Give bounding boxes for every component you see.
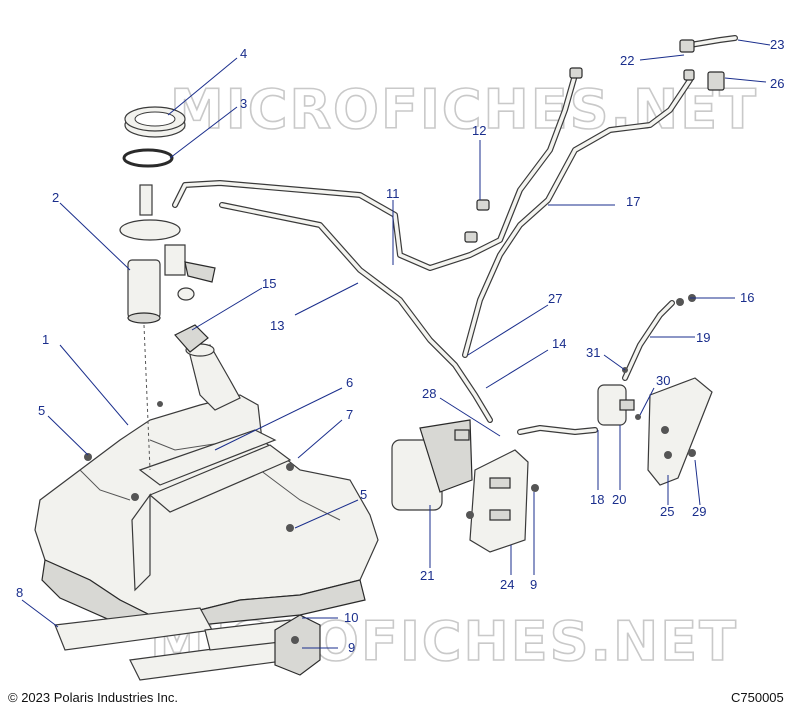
callout-3: 3 bbox=[240, 96, 247, 111]
fuel-lines bbox=[172, 67, 695, 435]
callout-23: 23 bbox=[770, 37, 784, 52]
fuel-tank bbox=[34, 343, 379, 633]
callout-1: 1 bbox=[42, 332, 49, 347]
callout-25: 25 bbox=[660, 504, 674, 519]
callout-12: 12 bbox=[472, 123, 486, 138]
callout-9-canister: 9 bbox=[530, 577, 537, 592]
fuel-fittings bbox=[679, 35, 738, 91]
diagram-code: C750005 bbox=[731, 690, 784, 705]
callout-28: 28 bbox=[422, 386, 436, 401]
callout-4: 4 bbox=[240, 46, 247, 61]
filler-neck-cap bbox=[174, 324, 209, 353]
callout-30: 30 bbox=[656, 373, 670, 388]
callout-17: 17 bbox=[626, 194, 640, 209]
callout-22: 22 bbox=[620, 53, 634, 68]
tank-bracket bbox=[274, 614, 321, 676]
callout-20: 20 bbox=[612, 492, 626, 507]
callout-31: 31 bbox=[586, 345, 600, 360]
evap-canister bbox=[391, 419, 473, 511]
callout-18: 18 bbox=[590, 492, 604, 507]
callout-21: 21 bbox=[420, 568, 434, 583]
callout-14: 14 bbox=[552, 336, 566, 351]
callout-labels: 1 2 3 4 5 5 6 7 8 9 9 10 11 12 13 14 15 … bbox=[16, 37, 784, 655]
fuel-pump-seal bbox=[122, 148, 174, 168]
callout-24: 24 bbox=[500, 577, 514, 592]
callout-2: 2 bbox=[52, 190, 59, 205]
callout-27: 27 bbox=[548, 291, 562, 306]
callout-5-right: 5 bbox=[360, 487, 367, 502]
callout-29: 29 bbox=[692, 504, 706, 519]
callout-13: 13 bbox=[270, 318, 284, 333]
callout-11: 11 bbox=[386, 186, 400, 201]
fuel-pump-assembly bbox=[119, 184, 216, 324]
callout-19: 19 bbox=[696, 330, 710, 345]
watermark-top: MICROFICHES.NET bbox=[170, 78, 758, 141]
callout-5-left: 5 bbox=[38, 403, 45, 418]
callout-10: 10 bbox=[344, 610, 358, 625]
callout-15: 15 bbox=[262, 276, 276, 291]
callout-9-tank: 9 bbox=[348, 640, 355, 655]
callout-26: 26 bbox=[770, 76, 784, 91]
copyright-notice: © 2023 Polaris Industries Inc. bbox=[8, 690, 178, 705]
fasteners bbox=[84, 294, 696, 532]
tank-straps bbox=[131, 429, 292, 592]
fuel-filter bbox=[597, 384, 635, 426]
callout-8: 8 bbox=[16, 585, 23, 600]
callout-16: 16 bbox=[740, 290, 754, 305]
callout-6: 6 bbox=[346, 375, 353, 390]
leader-lines bbox=[21, 39, 771, 649]
callout-7: 7 bbox=[346, 407, 353, 422]
filter-bracket bbox=[647, 377, 713, 486]
canister-bracket bbox=[469, 449, 529, 553]
lock-ring bbox=[124, 106, 186, 138]
